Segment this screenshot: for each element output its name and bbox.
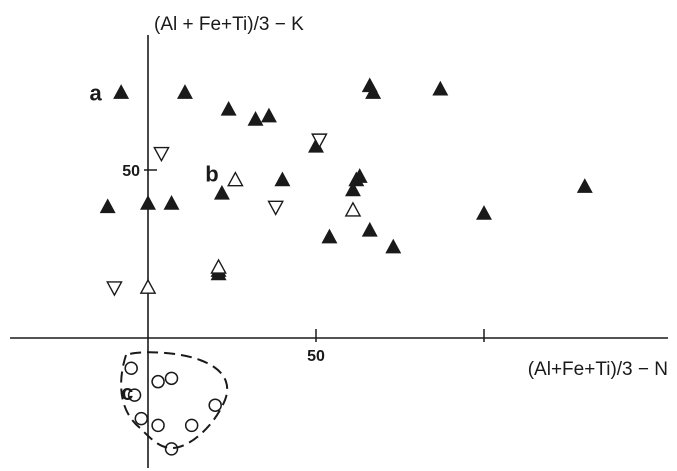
open-circle-point-7	[184, 418, 199, 433]
filled-triangle-point-4	[260, 107, 277, 123]
filled-triangle-point-21	[385, 238, 402, 254]
open-inverted-triangle-point-1	[311, 133, 328, 149]
open-circle-point-8	[164, 442, 179, 456]
filled-triangle-point-16	[351, 168, 368, 183]
filled-triangle-point-14	[344, 181, 361, 197]
filled-triangle-point-1	[176, 84, 193, 99]
filled-triangle-point-9	[99, 198, 116, 214]
open-triangle-point-2	[210, 258, 227, 274]
tick-labels: 50 50	[122, 163, 325, 365]
filled-triangle-point-3	[247, 111, 264, 126]
open-triangle-point-1	[344, 201, 362, 217]
open-circle-point-0	[124, 361, 138, 375]
annotations: a b c	[90, 81, 219, 405]
data-points	[99, 77, 593, 456]
open-circle-point-6	[151, 418, 165, 433]
annotation-b: b	[205, 161, 218, 186]
filled-triangle-point-0	[113, 84, 130, 99]
open-triangle-point-0	[227, 171, 244, 187]
open-inverted-triangle-point-2	[267, 200, 284, 216]
filled-triangle-point-10	[140, 195, 156, 210]
filled-triangle-point-11	[163, 195, 180, 210]
filled-triangle-point-19	[321, 228, 338, 244]
open-inverted-triangle-point-0	[153, 146, 170, 163]
open-circle-point-5	[134, 411, 149, 426]
annotation-c: c	[121, 380, 133, 405]
x-axis-label: (Al+Fe+Ti)/3 − N	[528, 359, 668, 380]
filled-triangle-point-18	[476, 205, 492, 220]
open-circle-point-4	[208, 398, 222, 412]
y-tick-label-0: 50	[122, 163, 140, 180]
filled-triangle-point-8	[432, 80, 449, 96]
filled-triangle-point-20	[361, 221, 378, 237]
annotation-a: a	[90, 81, 103, 106]
open-circle-point-1	[151, 374, 165, 389]
open-inverted-triangle-point-3	[106, 281, 123, 297]
axes	[10, 35, 668, 468]
y-axis-label: (Al + Fe+Ti)/3 − K	[154, 14, 304, 35]
x-tick-label-0: 50	[307, 348, 325, 365]
filled-triangle-point-12	[213, 184, 230, 200]
open-circle-point-2	[164, 371, 179, 386]
filled-triangle-point-13	[274, 171, 291, 187]
open-triangle-point-3	[139, 278, 157, 294]
filled-triangle-point-17	[576, 178, 593, 193]
filled-triangle-point-7	[365, 84, 382, 99]
filled-triangle-point-2	[220, 100, 237, 116]
open-circle-point-3	[127, 388, 142, 402]
